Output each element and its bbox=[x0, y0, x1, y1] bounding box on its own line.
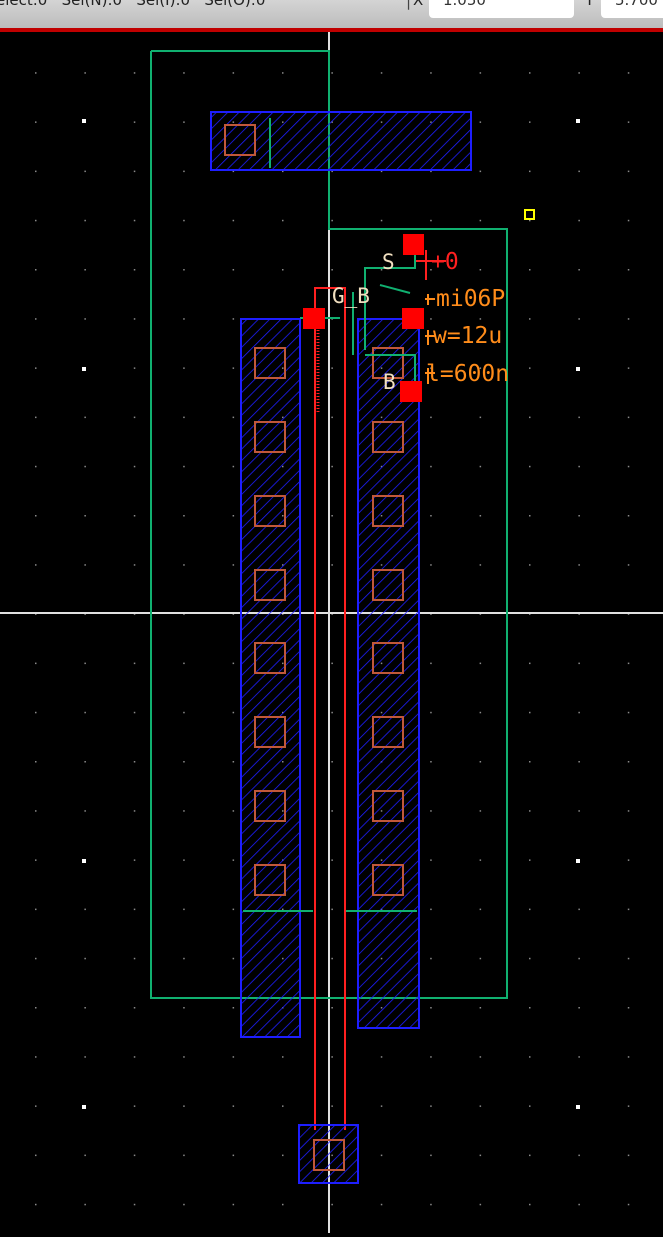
y-coord-field[interactable]: 5.700 bbox=[601, 0, 663, 18]
x-coord-field[interactable]: 1.050 bbox=[429, 0, 574, 18]
poly-gate[interactable] bbox=[314, 287, 346, 1130]
drain-diffusion[interactable] bbox=[357, 318, 420, 1029]
label-origin-marks bbox=[425, 294, 435, 384]
source-diffusion[interactable] bbox=[240, 318, 301, 1038]
selection-status: elect:0 Sel(N):0 Sel(I):0 Sel(O):0 bbox=[0, 0, 266, 9]
drain-contacts bbox=[372, 347, 404, 896]
gate-contact[interactable] bbox=[298, 1124, 359, 1184]
pin-label-s: S bbox=[382, 250, 395, 274]
nwell-outline[interactable] bbox=[150, 50, 508, 999]
x-coord-label: X bbox=[413, 0, 424, 9]
yellow-marker[interactable] bbox=[524, 209, 535, 220]
pins[interactable] bbox=[303, 234, 424, 402]
instance-width: w=12u bbox=[433, 323, 502, 349]
pin-label-gb: G_B bbox=[332, 284, 370, 308]
body-contact-strip[interactable] bbox=[210, 111, 472, 171]
instance-name: mi06P bbox=[436, 286, 505, 312]
divider: | bbox=[406, 0, 412, 10]
origin-crosses bbox=[416, 250, 446, 280]
pin-label-b: B bbox=[383, 370, 396, 394]
grid bbox=[0, 32, 663, 1233]
layout-canvas[interactable]: S G_B B +0 mi06P w=12u l=600n bbox=[0, 32, 663, 1233]
net-label: +0 bbox=[431, 249, 459, 275]
y-coord-label: Y bbox=[585, 0, 595, 9]
status-toolbar: elect:0 Sel(N):0 Sel(I):0 Sel(O):0 | X 1… bbox=[0, 0, 663, 32]
major-grid-marks bbox=[82, 119, 580, 1109]
instance-length: l=600n bbox=[426, 361, 509, 387]
source-contacts bbox=[254, 347, 286, 896]
